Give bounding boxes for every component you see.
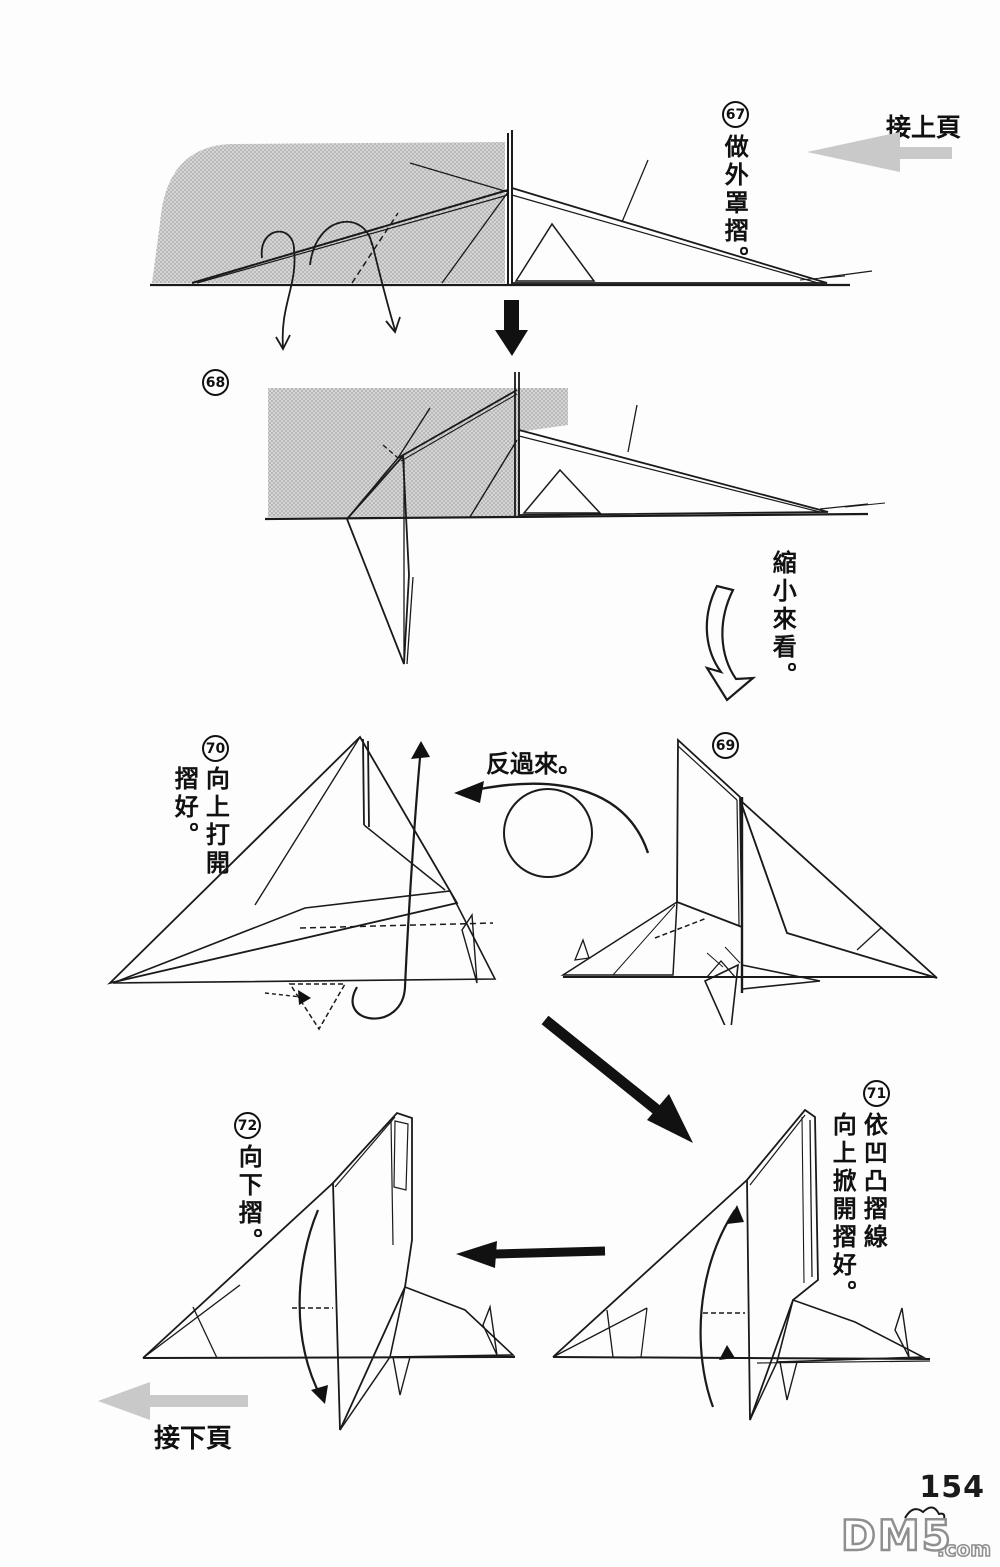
paper-under-flap xyxy=(288,983,347,1031)
paper-tail xyxy=(389,1285,515,1358)
paper-right-wedge xyxy=(511,186,828,284)
fold-line-dashed xyxy=(351,212,399,284)
step-71-badge: 71 xyxy=(863,1080,890,1107)
paper-big-triangle xyxy=(107,735,459,985)
baseline xyxy=(142,1356,516,1359)
flip-over-note: 反過來。 xyxy=(486,750,582,778)
step-69-badge: 69 xyxy=(712,732,739,759)
fold-line-dashed xyxy=(654,917,708,939)
paper-tone-mass xyxy=(152,142,505,283)
step-67-instruction: 做外罩摺。 xyxy=(720,134,749,274)
page-number: 154 xyxy=(919,1470,985,1505)
paper-hanging-flap xyxy=(345,453,414,665)
diagram-step-71 xyxy=(552,1108,931,1421)
sequence-arrow-left-icon xyxy=(456,1241,606,1268)
diagram-step-72 xyxy=(142,1111,516,1431)
flip-over-arrow-icon xyxy=(454,781,650,878)
sequence-arrow-diagonal-icon xyxy=(541,1015,693,1143)
zoom-out-curved-arrow-icon xyxy=(704,584,757,702)
lift-up-arrow-icon xyxy=(699,1205,744,1408)
prev-page-arrow-icon xyxy=(807,132,952,172)
fold-line-dashed xyxy=(299,922,494,929)
fold-over-arrow-icon xyxy=(309,220,401,334)
step-67-badge: 67 xyxy=(722,101,749,128)
step-70-instruction: 向上打開 摺好。 xyxy=(168,766,230,878)
instruction-line: 向上打開 xyxy=(201,766,230,878)
paper-tail-down xyxy=(703,963,739,1025)
step-72-instruction: 向下摺。 xyxy=(234,1144,263,1256)
step-71-instruction: 依凹凸摺線 向上掀開摺好。 xyxy=(826,1112,888,1308)
dm5-watermark-logo: DM5 .com xyxy=(840,1506,992,1562)
step-72-badge: 72 xyxy=(234,1112,261,1139)
baseline xyxy=(264,512,869,521)
step-70-badge: 70 xyxy=(202,735,229,762)
watermark-suffix-text: .com xyxy=(937,1537,991,1561)
paper-tone-mass xyxy=(268,388,568,517)
open-up-arrow-icon xyxy=(351,741,430,1020)
paper-body xyxy=(112,890,497,984)
next-page-label: 接下頁 xyxy=(154,1424,233,1454)
next-page-arrow-icon xyxy=(98,1382,248,1420)
watermark-main-text: DM5 xyxy=(841,1511,953,1560)
diagram-step-68 xyxy=(264,372,886,665)
diagram-step-69 xyxy=(560,737,938,1025)
paper-wing-left xyxy=(560,900,678,976)
fold-down-arrow-icon xyxy=(298,1209,328,1404)
instruction-line: 向上掀開摺好。 xyxy=(828,1112,857,1308)
paper-tail-right xyxy=(741,964,821,990)
paper-spike xyxy=(461,912,478,984)
next-step-down-arrow-icon xyxy=(495,300,528,356)
paper-tail xyxy=(775,1298,927,1363)
paper-sail xyxy=(676,737,743,929)
instruction-line: 摺好。 xyxy=(170,766,199,850)
step-68-badge: 68 xyxy=(202,369,229,396)
instruction-line: 依凹凸摺線 xyxy=(859,1112,888,1252)
paper-wing-right xyxy=(739,799,938,979)
diagram-step-67 xyxy=(150,130,873,356)
fold-over-arrow-icon xyxy=(260,230,296,351)
diagram-step-70 xyxy=(107,735,497,1031)
zoom-out-note: 縮小來看。 xyxy=(768,550,797,690)
